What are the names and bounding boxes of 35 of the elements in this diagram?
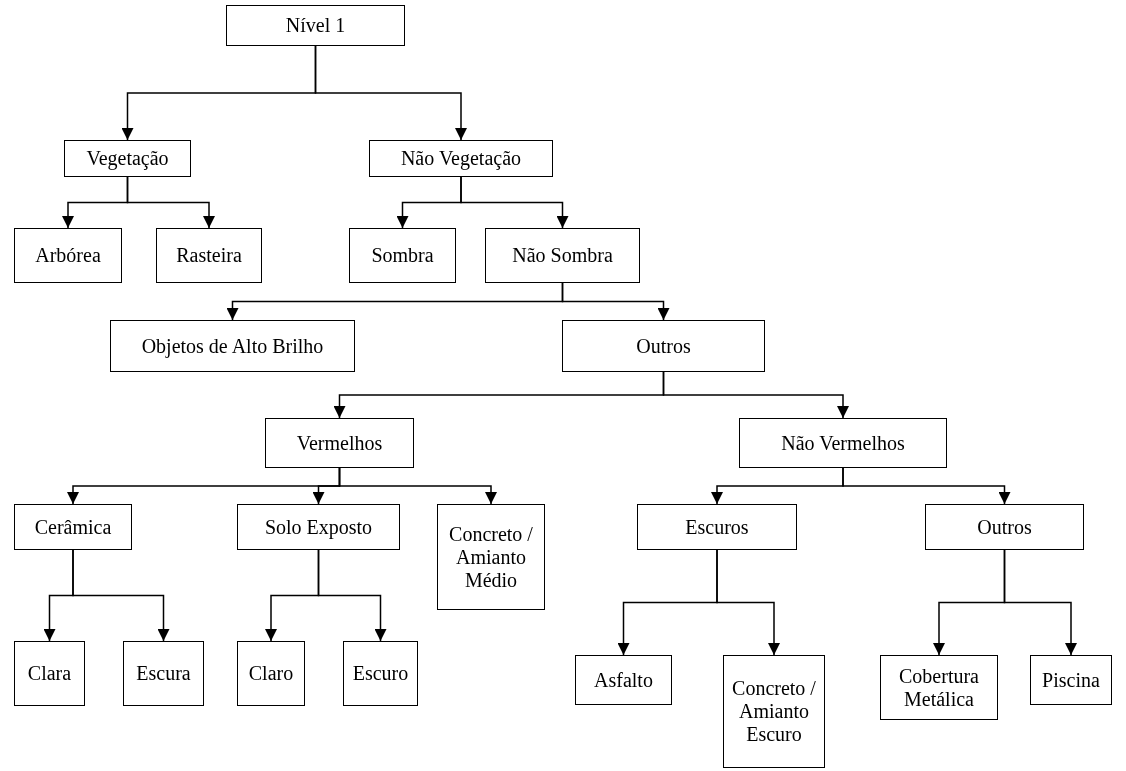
category-box: Objetos de Alto Brilho	[110, 320, 355, 372]
category-box: Rasteira	[156, 228, 262, 283]
category-box: Escuro	[343, 641, 418, 706]
category-box: Escuros	[637, 504, 797, 550]
category-box: Piscina	[1030, 655, 1112, 705]
category-box: Vermelhos	[265, 418, 414, 468]
category-box: Nível 1	[226, 5, 405, 46]
arrow	[314, 45, 467, 141]
arrow	[72, 549, 170, 642]
category-box: Não Vermelhos	[739, 418, 947, 468]
category-box: Outros	[562, 320, 765, 372]
category-box: Sombra	[349, 228, 456, 283]
arrow	[561, 282, 670, 321]
category-box: Claro	[237, 641, 305, 706]
category-box: Outros	[925, 504, 1084, 550]
arrow	[1003, 549, 1077, 656]
arrow	[126, 176, 215, 229]
category-box: Não Vegetação	[369, 140, 553, 177]
arrow	[842, 467, 1011, 505]
category-box: Vegetação	[64, 140, 191, 177]
category-box: Cerâmica	[14, 504, 132, 550]
category-box: Concreto / Amianto Médio	[437, 504, 545, 610]
arrow	[338, 467, 497, 505]
arrow	[716, 549, 780, 656]
category-box: Clara	[14, 641, 85, 706]
arrow	[317, 549, 387, 642]
category-box: Cobertura Metálica	[880, 655, 998, 720]
category-box: Solo Exposto	[237, 504, 400, 550]
category-box: Arbórea	[14, 228, 122, 283]
category-box: Não Sombra	[485, 228, 640, 283]
arrow	[460, 176, 569, 229]
category-box: Escura	[123, 641, 204, 706]
arrow	[662, 371, 849, 419]
category-box: Concreto / Amianto Escuro	[723, 655, 825, 768]
category-box: Asfalto	[575, 655, 672, 705]
